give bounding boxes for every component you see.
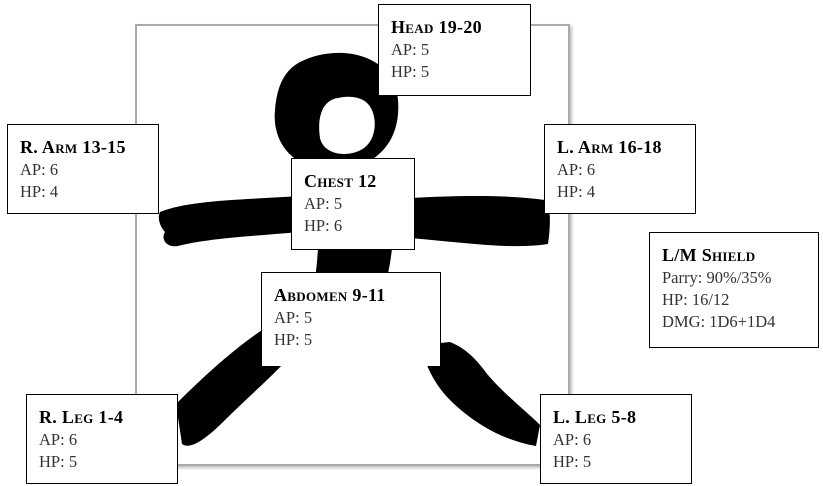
chest-hp: HP: 6 [304,216,343,235]
left-leg-title: L. Leg 5-8 [553,407,637,427]
left-arm-hp: HP: 4 [557,182,596,201]
left-leg-location-box: L. Leg 5-8 AP: 6 HP: 5 [540,394,692,484]
figure-left-leg [420,342,540,446]
right-arm-location-box: R. Arm 13-15 AP: 6 HP: 4 [7,124,159,214]
shield-dmg: DMG: 1D6+1D4 [662,312,776,331]
right-arm-title: R. Arm 13-15 [20,137,126,157]
left-leg-hp: HP: 5 [553,452,592,471]
right-arm-hp: HP: 4 [20,182,59,201]
abdomen-hp: HP: 5 [274,330,313,349]
chest-ap: AP: 5 [304,194,343,213]
abdomen-title: Abdomen 9-11 [274,285,386,305]
figure-right-arm [158,196,300,247]
head-title: Head 19-20 [391,17,482,37]
chest-title: Chest 12 [304,171,377,191]
chest-location-box: Chest 12 AP: 5 HP: 6 [291,158,415,250]
shield-title: L/M Shield [662,245,756,265]
right-leg-hp: HP: 5 [39,452,78,471]
head-hp: HP: 5 [391,62,430,81]
figure-head [274,52,399,171]
right-leg-title: R. Leg 1-4 [39,407,124,427]
left-arm-title: L. Arm 16-18 [557,137,662,157]
shield-hp: HP: 16/12 [662,290,730,309]
right-leg-location-box: R. Leg 1-4 AP: 6 HP: 5 [26,394,178,484]
abdomen-location-box: Abdomen 9-11 AP: 5 HP: 5 [261,272,441,366]
figure-left-arm [410,196,550,247]
head-ap: AP: 5 [391,40,430,59]
abdomen-ap: AP: 5 [274,308,313,327]
left-arm-location-box: L. Arm 16-18 AP: 6 HP: 4 [544,124,696,214]
right-leg-ap: AP: 6 [39,430,78,449]
head-location-box: Head 19-20 AP: 5 HP: 5 [378,4,531,96]
right-arm-ap: AP: 6 [20,160,59,179]
left-leg-ap: AP: 6 [553,430,592,449]
shield-stats-box: L/M Shield Parry: 90%/35% HP: 16/12 DMG:… [649,232,819,348]
shield-parry: Parry: 90%/35% [662,268,772,287]
left-arm-ap: AP: 6 [557,160,596,179]
